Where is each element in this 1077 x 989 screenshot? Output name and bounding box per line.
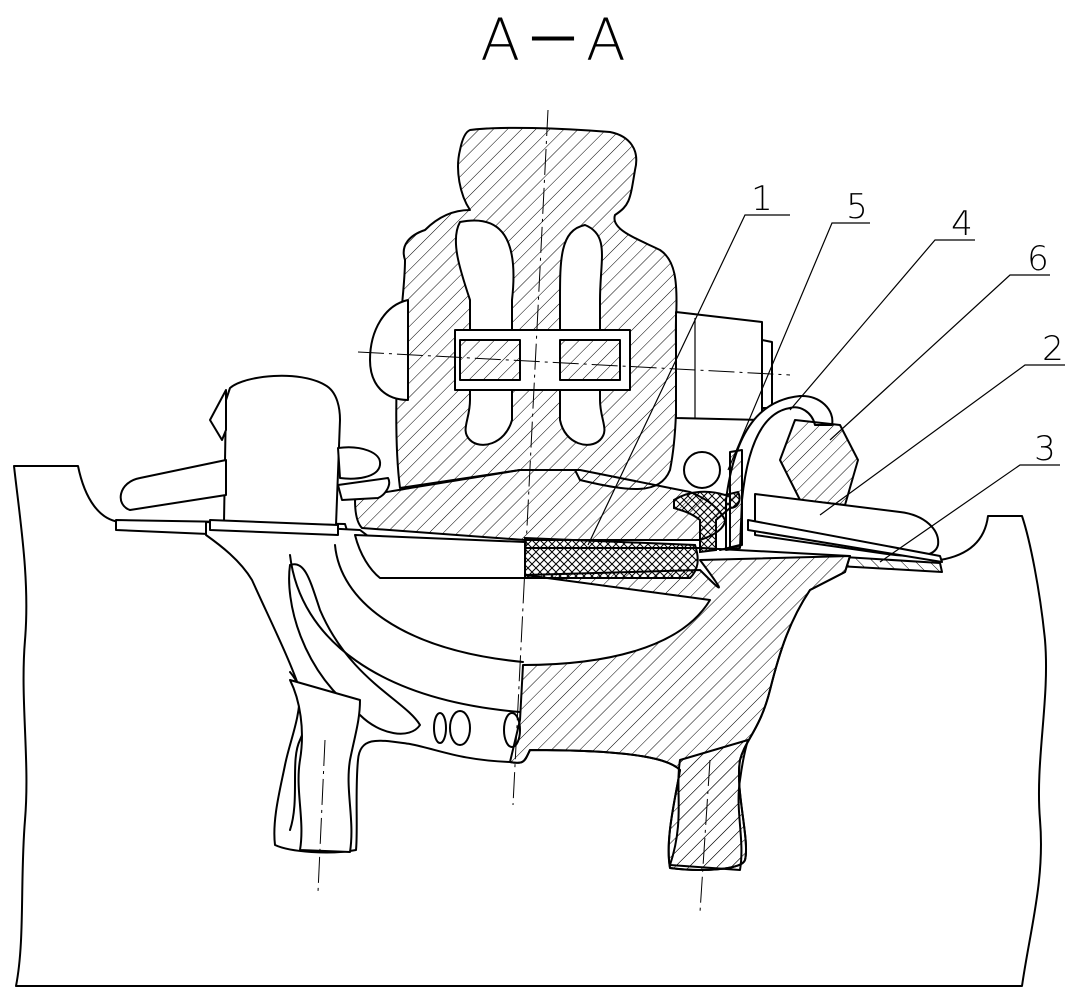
arch-inner: [334, 544, 524, 663]
left-plate-strip: [209, 519, 339, 536]
drain-hole-2: [449, 710, 471, 746]
rail-centerline: [512, 109, 549, 806]
gauge-plate-strip: [719, 544, 741, 551]
left-clip-body: [223, 374, 341, 526]
bolt-head-left: [369, 299, 409, 401]
leader-2: [819, 364, 1065, 516]
rail-pad-left: [354, 534, 526, 579]
leader-1: [587, 214, 790, 546]
web-bolt-section: [459, 339, 521, 381]
anchor-left: [289, 679, 361, 853]
spring-bar-4: [779, 419, 859, 506]
anchor-right-centerline: [699, 759, 711, 913]
rail-pad-1: [524, 536, 699, 579]
left-clip-tab: [209, 389, 227, 441]
callout-4: 4: [951, 204, 973, 244]
anchor-left-centerline: [317, 739, 326, 893]
arch-outer: [289, 554, 521, 713]
insulator-5: [673, 490, 741, 554]
section-title: A－A: [480, 6, 629, 74]
left-spring-arm: [119, 459, 227, 511]
sleeper-outline: [13, 465, 1048, 987]
drain-hole-1: [433, 712, 447, 744]
rib-left: [288, 563, 421, 735]
callout-6: 6: [1027, 239, 1049, 279]
bolt-centerline: [357, 351, 791, 376]
nut-right: [675, 311, 763, 421]
callout-1: 1: [751, 179, 773, 219]
callout-5: 5: [846, 187, 868, 227]
drain-hole-3: [503, 712, 521, 748]
web-bolt-section-2: [559, 339, 621, 381]
leader-3: [879, 464, 1060, 563]
insulator-knob: [683, 451, 721, 489]
anchor-right: [669, 739, 749, 871]
wedge-2-inner: [747, 519, 943, 563]
left-spring-arm-2: [337, 446, 382, 480]
callout-3: 3: [1034, 429, 1056, 469]
leader-4: [789, 239, 975, 411]
rail-web-head: [395, 126, 678, 490]
callout-2: 2: [1042, 329, 1064, 369]
leader-5: [727, 222, 870, 471]
leader-6: [829, 274, 1050, 441]
left-spring-toe: [337, 477, 391, 501]
base-plate-section: [509, 555, 851, 871]
